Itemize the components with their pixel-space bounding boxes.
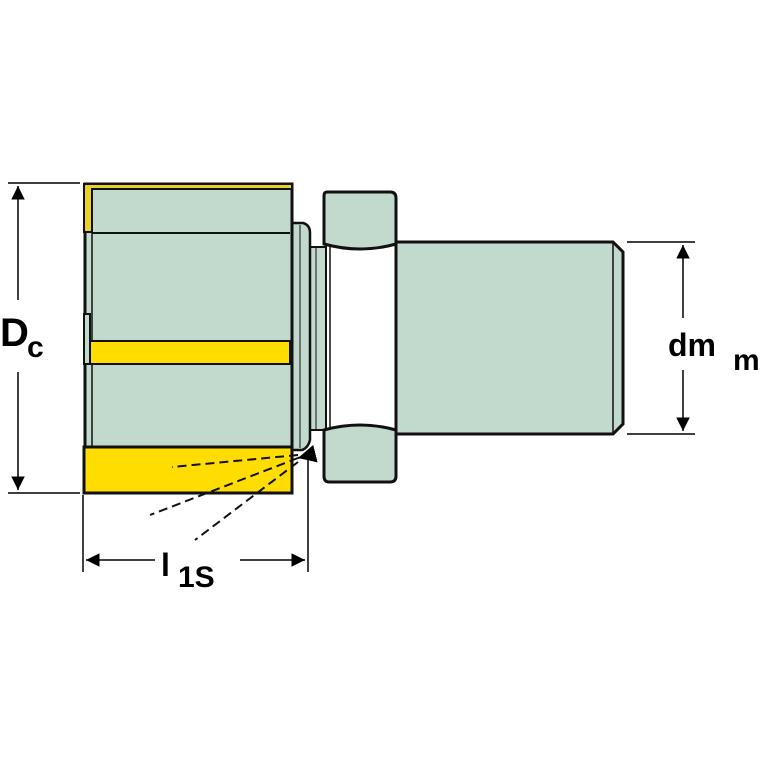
dmm-label: dm bbox=[668, 327, 716, 363]
insert-bottom bbox=[82, 445, 294, 495]
dc-label-subscript: c bbox=[27, 331, 44, 364]
angle-dashed-lines bbox=[149, 454, 299, 541]
dmm-label-subscript: m bbox=[733, 344, 760, 377]
dc-dimension bbox=[8, 182, 80, 494]
shank bbox=[394, 240, 625, 436]
dmm-dimension bbox=[627, 241, 695, 435]
flange bbox=[322, 190, 398, 251]
l1s-dimension bbox=[82, 452, 309, 572]
insert-middle bbox=[89, 340, 291, 365]
dc-label: D bbox=[0, 311, 29, 355]
insert-top bbox=[83, 183, 293, 233]
l1s-label: l bbox=[161, 547, 170, 583]
l1s-label-subscript: 1S bbox=[178, 561, 215, 594]
